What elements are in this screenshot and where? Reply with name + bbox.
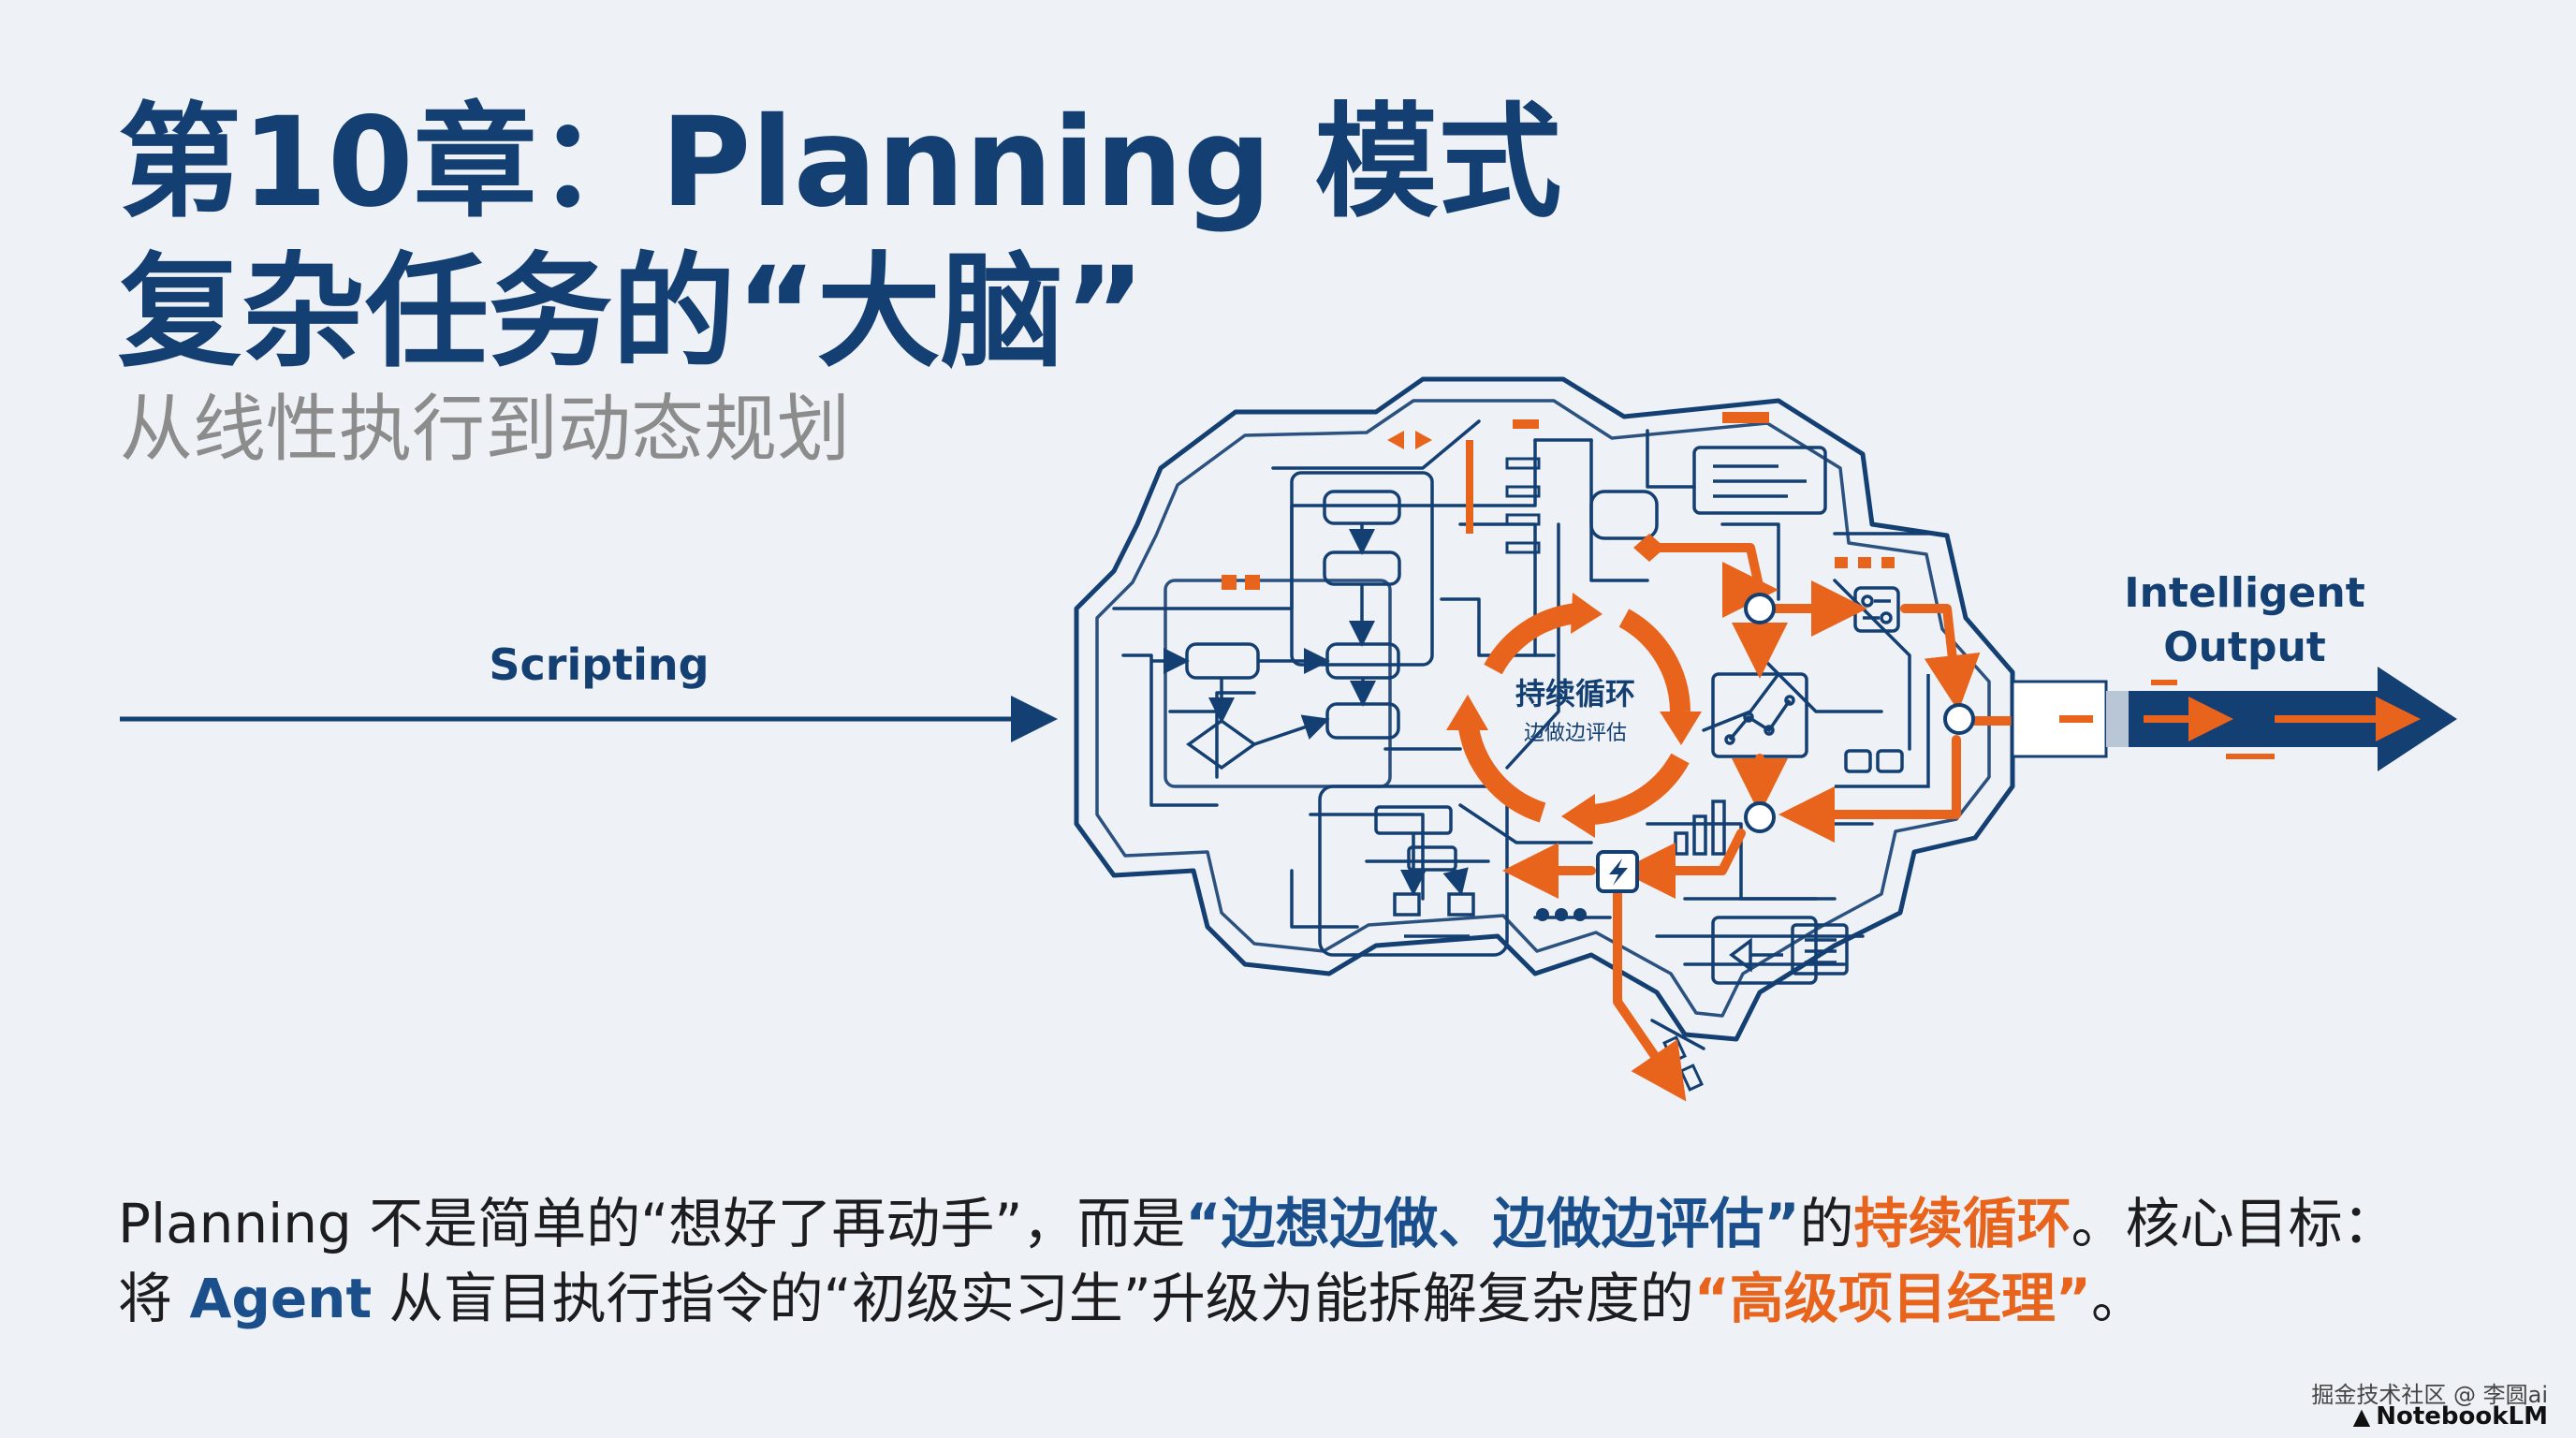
output-label-line2: Output (2163, 624, 2326, 671)
bottom-dots (1536, 908, 1587, 921)
navy-status-stack (1505, 457, 1541, 554)
sub-flowchart-module (1318, 785, 1509, 957)
cycle-label-sub: 边做边评估 (1524, 722, 1627, 745)
brand-watermark: ▲NotebookLM (2353, 1402, 2548, 1431)
brain-outline (1074, 376, 2015, 1042)
caption-text: 。 (2091, 1267, 2146, 1330)
caption-text: 。核心目标： (2071, 1192, 2397, 1255)
cycle-arrows-icon (1457, 603, 1690, 825)
orange-status-blocks (1222, 412, 1895, 590)
output-label-line1: Intelligent (2124, 569, 2365, 617)
page-subtitle: 从线性执行到动态规划 (120, 388, 851, 472)
caption-highlight-continuous-loop: 持续循环 (1853, 1192, 2071, 1255)
caption-text: 的 (1799, 1192, 1854, 1255)
page-title-line2: 复杂任务的“大脑” (118, 241, 1146, 385)
caption-line2: 将 Agent 从盲目执行指令的“初级实习生”升级为能拆解复杂度的“高级项目经理… (118, 1271, 2145, 1326)
lightning-icon (1596, 850, 1639, 893)
document-list-module (1711, 916, 1849, 985)
source-watermark: 掘金技术社区 @ 李圆ai (2311, 1382, 2548, 1408)
caption-highlight-think-do: “边想边做、边做边评估” (1185, 1192, 1800, 1255)
notebooklm-logo-icon: ▲ (2352, 1403, 2371, 1430)
flow-nodes (1744, 593, 1975, 833)
page-title: 第10章：Planning 模式 (118, 91, 1562, 235)
brand-name: NotebookLM (2376, 1402, 2548, 1431)
bar-chart-icon (1674, 800, 1726, 856)
caption-text: 将 (118, 1267, 190, 1330)
intelligent-output-arrow (2011, 667, 2457, 771)
orange-diamond-marker (1633, 534, 1665, 562)
vertical-flow-module (1290, 471, 1434, 667)
caption-text: 从盲目执行指令的“初级实习生”升级为能拆解复杂度的 (372, 1267, 1694, 1330)
document-icon (1589, 446, 1827, 540)
caption-highlight-senior-pm: “高级项目经理” (1693, 1267, 2091, 1330)
scripting-label: Scripting (489, 639, 709, 690)
caption-line1: Planning 不是简单的“想好了再动手”，而是“边想边做、边做边评估”的持续… (118, 1196, 2397, 1251)
toggle-icon (1835, 586, 1930, 788)
caption-highlight-agent: Agent (189, 1267, 373, 1330)
caption-text: Planning 不是简单的“想好了再动手”，而是 (118, 1192, 1186, 1255)
orange-flow-paths (1502, 543, 2106, 1102)
cycle-label-main: 持续循环 (1515, 676, 1635, 712)
cycle-arrow-heads (1446, 593, 1702, 838)
